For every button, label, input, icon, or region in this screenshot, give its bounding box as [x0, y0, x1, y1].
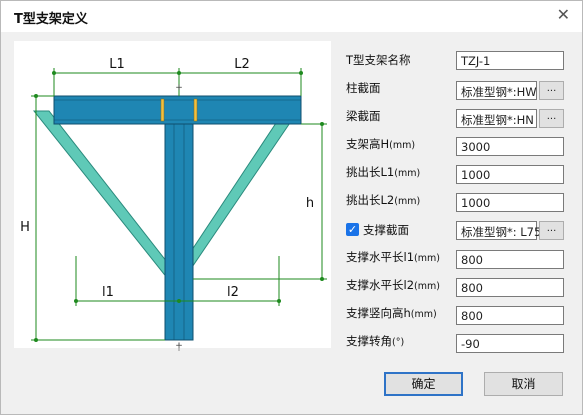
connection-plate-right [193, 98, 198, 122]
l1-label: 挑出长L1(mm) [346, 164, 420, 180]
beam [53, 95, 302, 125]
right-brace [177, 110, 299, 280]
brace-browse-button[interactable]: ... [539, 221, 564, 240]
dim-dot [299, 71, 303, 75]
l2-label: 挑出长L2(mm) [346, 192, 420, 208]
brace-h-unit: (mm) [410, 309, 437, 320]
height-label-text: 支架高H [346, 137, 390, 151]
brace-l2-input[interactable]: 800 [456, 278, 564, 297]
dim-dot [74, 299, 78, 303]
column-section-label: 柱截面 [346, 81, 381, 95]
left-brace [32, 110, 175, 280]
dim-dot [277, 299, 281, 303]
dim-dot [34, 94, 38, 98]
label-L1: L1 [109, 57, 125, 72]
height-unit: (mm) [389, 140, 416, 151]
title-bar: T型支架定义 ✕ [1, 1, 582, 32]
brace-l1-unit: (mm) [414, 253, 440, 264]
brace-h-label-text: 支撑竖向高h [346, 306, 411, 320]
name-input[interactable]: TZJ-1 [456, 51, 564, 70]
label-h: h [306, 196, 314, 211]
dim-dot [177, 299, 181, 303]
column-browse-button[interactable]: ... [539, 81, 564, 100]
l2-input[interactable]: 1000 [456, 193, 564, 212]
beam-browse-button[interactable]: ... [539, 109, 564, 128]
axis-marker-bottom: + [175, 341, 183, 351]
axis-marker-top: + [175, 83, 183, 93]
l2-unit: (mm) [394, 196, 421, 207]
cancel-button[interactable]: 取消 [484, 372, 563, 396]
brace-l1-input[interactable]: 800 [456, 250, 564, 269]
dim-dot [177, 71, 181, 75]
l1-label-text: 挑出长L1 [346, 165, 395, 179]
dim-dot [34, 338, 38, 342]
brace-l1-label-text: 支撑水平长l1 [346, 250, 415, 264]
column-section-field[interactable]: 标准型钢*:HW [456, 81, 537, 100]
beam-section-label: 梁截面 [346, 109, 381, 123]
connection-plate-left [160, 98, 165, 122]
rotate-unit: (°) [392, 337, 405, 348]
dialog-title: T型支架定义 [14, 12, 88, 27]
label-l1: l1 [102, 285, 114, 300]
brace-h-label: 支撑竖向高h(mm) [346, 305, 437, 321]
dim-dot [320, 277, 324, 281]
rotate-label-text: 支撑转角 [346, 334, 392, 348]
l1-unit: (mm) [394, 168, 421, 179]
diagram-svg: + + L1 L2 H h l1 l2 [20, 57, 327, 351]
brace-checkbox[interactable]: ✓ [346, 223, 359, 236]
l1-input[interactable]: 1000 [456, 165, 564, 184]
rotate-label: 支撑转角(°) [346, 333, 404, 349]
close-icon[interactable]: ✕ [556, 5, 570, 24]
dim-dot [52, 71, 56, 75]
brace-section-label: 支撑截面 [363, 223, 409, 237]
brace-l2-label: 支撑水平长l2(mm) [346, 277, 440, 293]
l2-label-text: 挑出长L2 [346, 193, 395, 207]
label-H: H [20, 220, 30, 235]
t-bracket-diagram: + + L1 L2 H h l1 l2 [14, 41, 331, 351]
rotate-input[interactable]: -90 [456, 334, 564, 353]
height-input[interactable]: 3000 [456, 137, 564, 156]
brace-l1-label: 支撑水平长l1(mm) [346, 249, 440, 265]
ok-button[interactable]: 确定 [384, 372, 463, 396]
brace-l2-unit: (mm) [414, 281, 440, 292]
label-L2: L2 [234, 57, 250, 72]
brace-section-field[interactable]: 标准型钢*: L75 [456, 221, 541, 240]
label-l2: l2 [227, 285, 239, 300]
height-label: 支架高H(mm) [346, 136, 415, 152]
dim-dot [320, 122, 324, 126]
column [164, 110, 194, 341]
brace-l2-label-text: 支撑水平长l2 [346, 278, 415, 292]
name-label: T型支架名称 [346, 53, 411, 67]
beam-section-field[interactable]: 标准型钢*:HN [456, 109, 537, 128]
brace-h-input[interactable]: 800 [456, 306, 564, 325]
